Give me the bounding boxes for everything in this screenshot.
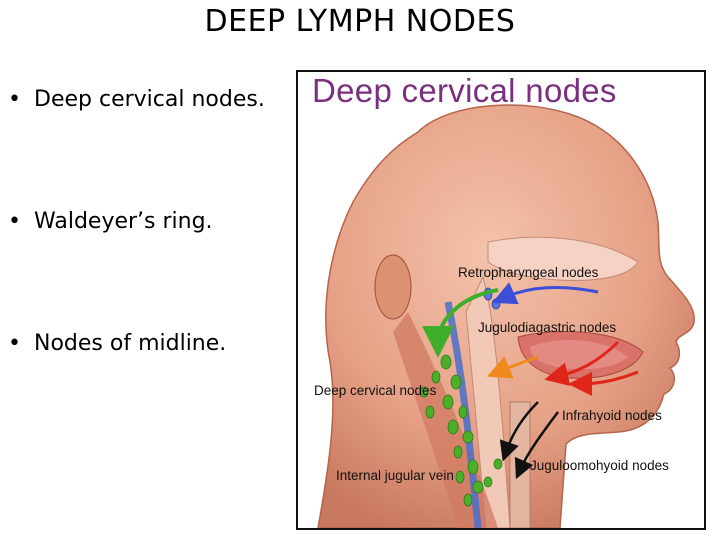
- bullet-marker: •: [8, 209, 21, 234]
- nasal-cavity: [487, 236, 639, 281]
- trachea: [509, 401, 531, 528]
- arrow-blue: [492, 282, 599, 305]
- arrow-black-1: [499, 401, 539, 462]
- bullet-waldeyer: • Waldeyer’s ring.: [8, 208, 213, 236]
- anatomy-figure: Deep cervical nodes Retropharyngeal node…: [296, 70, 706, 530]
- bullet-deep-cervical: • Deep cervical nodes.: [8, 86, 265, 114]
- figure-title: Deep cervical nodes: [312, 72, 617, 109]
- label-jugulodigastric: Jugulodiagastric nodes: [478, 320, 617, 335]
- arrow-black-2: [514, 411, 560, 480]
- label-deep-cervical: Deep cervical nodes: [314, 383, 437, 398]
- bullet-text: Nodes of midline.: [34, 331, 227, 356]
- bullet-text: Waldeyer’s ring.: [34, 209, 213, 234]
- arrow-orange: [486, 355, 539, 379]
- arrow-green: [422, 288, 499, 358]
- arrow-red-2: [568, 370, 639, 396]
- bullet-marker: •: [8, 87, 21, 112]
- bullet-text: Deep cervical nodes.: [34, 87, 265, 112]
- head-neck-illustration: [317, 104, 695, 528]
- label-infrahyoid: Infrahyoid nodes: [562, 408, 662, 423]
- tongue: [530, 339, 628, 370]
- head-silhouette: [317, 104, 695, 528]
- label-retropharyngeal: Retropharyngeal nodes: [458, 265, 599, 280]
- slide-title: DEEP LYMPH NODES: [204, 4, 516, 39]
- arrow-red-1: [544, 340, 620, 387]
- bullet-midline: • Nodes of midline.: [8, 330, 226, 358]
- label-juguloomohyoid: Juguloomohyoid nodes: [530, 458, 669, 473]
- label-internal-jugular: Internal jugular vein: [336, 468, 454, 483]
- bullet-marker: •: [8, 331, 21, 356]
- ear: [374, 254, 412, 320]
